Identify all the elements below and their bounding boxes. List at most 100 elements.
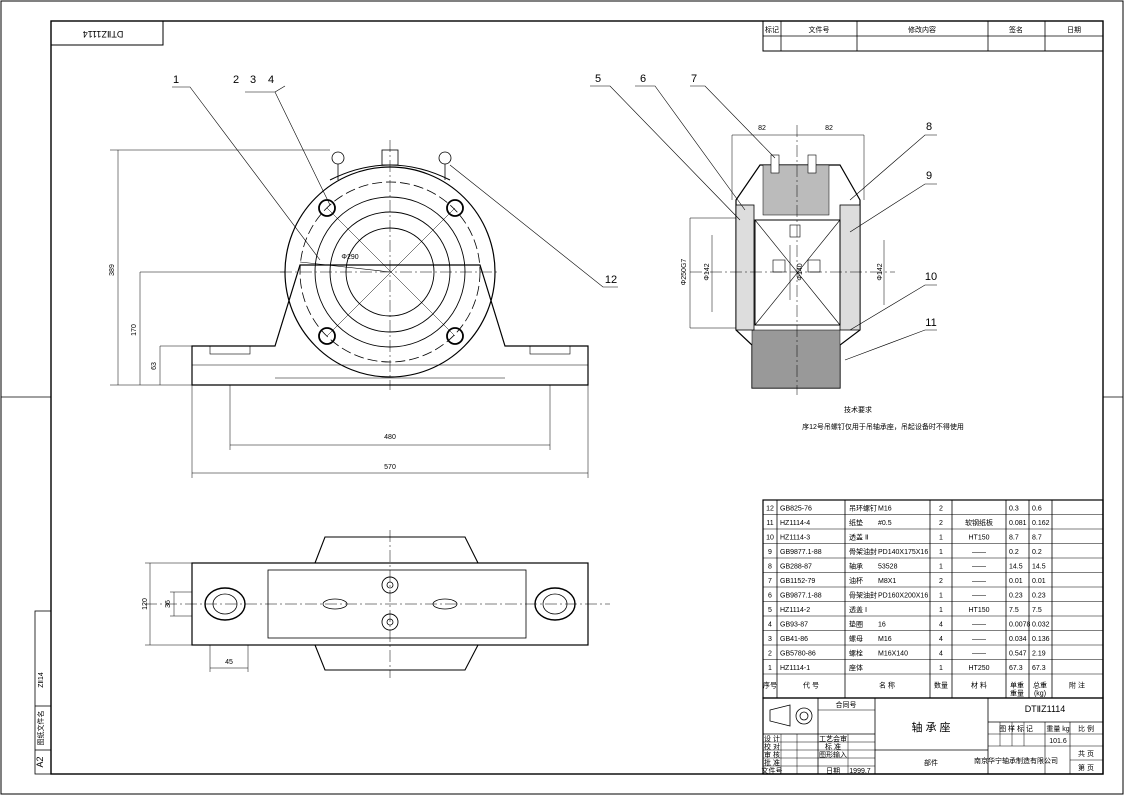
bom-cell-no: 8 [768,564,772,571]
bom-cell-code: HZ1114-2 [780,607,810,614]
bom-cell-name: 座体 [849,663,863,672]
tech-notes: 技术要求 序12号吊螺钉仅用于吊轴承座，吊起设备时不得使用 [802,405,964,431]
bom-cell-code: GB825-76 [780,506,812,513]
callout-3: 3 [250,74,256,86]
bom-cell-qty: 1 [939,607,943,614]
bom-cell-code: HZ1114-1 [780,665,810,672]
rev-header-mark: 标记 [765,25,779,34]
dim-142b: Φ142 [877,263,884,280]
title-block: DTⅡZ1114 合同号 轴 承 座 图 样 标 记 重量 kg 比 例 101… [762,697,1104,775]
bom-cell-mat: —— [972,578,986,585]
bom-cell-no: 12 [766,506,774,513]
rev-header-content: 修改内容 [908,25,936,34]
bom-cell-qty: 2 [939,520,943,527]
title-file-label: 文件号 [762,766,783,775]
callout-1: 1 [173,74,179,86]
bom-cell-code: GB41-86 [780,636,808,643]
title-weight: 101.6 [1049,738,1067,745]
bom-cell-name: 吊环螺钉 [849,504,877,513]
dim-120: 120 [142,598,149,610]
bom-cell-w2: 14.5 [1032,564,1046,571]
bom-cell-spec: M16 [878,506,892,513]
dim-480: 480 [384,434,396,441]
title-sheet-no: 第 页 [1078,763,1094,772]
bom-cell-w2: 0.01 [1032,578,1046,585]
bom-cell-w2: 0.162 [1032,520,1050,527]
bom-cell-spec: PD160X200X16 [878,593,928,600]
bom-cell-mat: HT150 [968,535,989,542]
title-input: 图形输入 [819,750,847,759]
title-sheets-total: 共 页 [1078,749,1094,758]
dimension-labels: 389 170 63 Φ290 480 570 82 82 Φ250G7 Φ14… [109,125,884,666]
title-date: 1999.7 [849,768,871,775]
bom-cell-qty: 1 [939,665,943,672]
dim-389: 389 [109,264,116,276]
title-part-name: 轴 承 座 [911,720,950,734]
bom-cell-w2: 0.2 [1032,549,1042,556]
dim-570: 570 [384,464,396,471]
dim-142a: Φ142 [704,263,711,280]
bom-cell-w1: 8.7 [1009,535,1019,542]
bom-header-cell: 数量 [934,681,948,690]
callout-12: 12 [605,274,617,286]
bom-cell-name: 骨架油封 [849,547,877,556]
title-part: 部件 [924,758,938,767]
bom-cell-w1: 0.2 [1009,549,1019,556]
bom-cell-name: 轴承 [849,562,863,571]
bom-cell-w1: 0.547 [1009,651,1027,658]
bom-cell-spec: M16X140 [878,651,908,658]
inner-frame [50,20,1104,775]
side-label: 图纸文件名 [36,711,45,746]
title-company: 南京华宁轴承制造有限公司 [974,756,1058,765]
drawing-code-box: DTⅡZ1114 [50,20,164,46]
bom-cell-name: 垫圈 [849,620,863,629]
title-stage-label: 图 样 标 记 [999,724,1033,733]
bom-cell-no: 6 [768,593,772,600]
bom-cell-code: GB5780-86 [780,651,816,658]
dim-63: 63 [151,362,158,370]
bom-header-cell: 名 称 [879,681,895,690]
bom-cell-no: 5 [768,607,772,614]
bom-cell-qty: 1 [939,564,943,571]
dim-82b: 82 [825,125,833,132]
bom-cell-w1: 7.5 [1009,607,1019,614]
tech-notes-line1: 序12号吊螺钉仅用于吊轴承座，吊起设备时不得使用 [802,422,964,431]
callout-labels: 1 2 3 4 5 6 7 8 9 10 11 12 [173,73,937,329]
bom-cell-w1: 67.3 [1009,665,1023,672]
bom-cell-spec: M8X1 [878,578,896,585]
bom-cell-code: HZ1114-4 [780,520,810,527]
side-strip: ZⅡ14 图纸文件名 A2 [34,610,52,775]
bom-cell-qty: 2 [939,578,943,585]
callout-5: 5 [595,73,601,85]
bom-cell-code: GB9877.1-88 [780,593,822,600]
callout-6: 6 [640,73,646,85]
bom-cell-name: 透盖 Ⅱ [849,533,868,542]
dim-36: 36 [165,600,172,608]
dim-82a: 82 [758,125,766,132]
bom-header-cell: 序号 [763,681,777,690]
bom-header-cell: 重量 [1010,690,1024,698]
title-drawing-no: DTⅡZ1114 [1025,704,1066,714]
bom-header-cell: 总重 [1033,681,1047,690]
drawing-code-rotated: DTⅡZ1114 [83,29,124,39]
bom-cell-mat: 软钢纸板 [965,518,993,527]
bom-cell-w1: 0.0078 [1009,622,1031,629]
bom-header-cell: 单重 [1010,681,1024,690]
bom-cell-w2: 0.23 [1032,593,1046,600]
bom-cell-w2: 8.7 [1032,535,1042,542]
bom-cell-w2: 0.032 [1032,622,1050,629]
callout-4: 4 [268,74,274,86]
bom-cell-spec: #0.5 [878,520,892,527]
title-date-label: 日期 [826,767,840,775]
bom-cell-mat: HT150 [968,607,989,614]
bom-cell-qty: 4 [939,636,943,643]
bom-cell-w1: 0.01 [1009,578,1023,585]
bom-cell-code: GB9877.1-88 [780,549,822,556]
bom-cell-qty: 1 [939,535,943,542]
callout-8: 8 [926,121,932,133]
callout-9: 9 [926,170,932,182]
bom-cell-no: 9 [768,549,772,556]
front-view [110,140,589,478]
bom-header-cell: 附 注 [1069,681,1085,690]
